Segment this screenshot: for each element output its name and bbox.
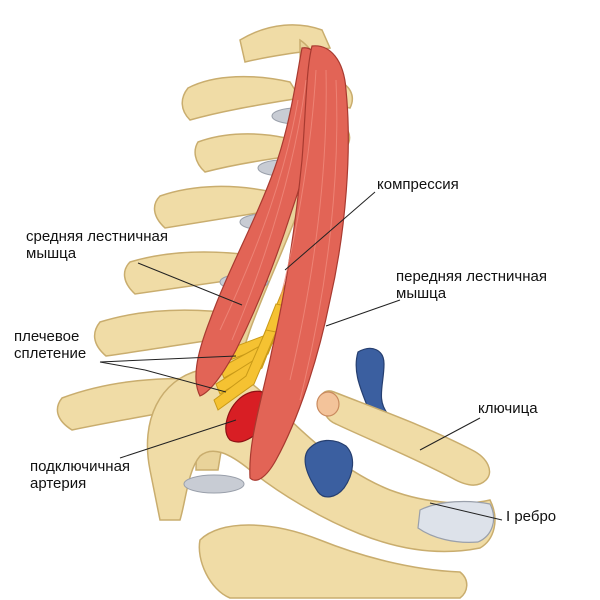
leader-rib [429, 502, 503, 521]
label-brachial-plexus-line2: сплетение [14, 345, 87, 362]
leader-perednyaya [325, 299, 401, 327]
label-first-rib: I ребро [506, 508, 556, 525]
label-anterior-scalene-line1: передняя лестничная [396, 268, 547, 285]
subclavian-vein-lower [304, 439, 354, 498]
leader-lines [99, 191, 503, 521]
label-clavicle-text: ключица [478, 400, 538, 417]
clavicle [320, 390, 491, 486]
clavicle-end [316, 391, 340, 417]
vertebra-c3 [194, 133, 293, 173]
second-rib [198, 524, 468, 599]
label-subclavian-artery-line1: подключичная [30, 458, 131, 475]
vertebra-c1 [239, 24, 332, 63]
label-compression-text: компрессия [377, 176, 459, 193]
leader-klyuchitsa [419, 417, 481, 451]
label-brachial-plexus-line1: плечевое [14, 328, 80, 345]
vertebra-c6 [93, 309, 241, 357]
label-clavicle: ключица [478, 400, 538, 417]
leader-srednyaya [137, 262, 243, 306]
leader-kompressiya [284, 191, 376, 271]
leader-pleche-2 [99, 361, 146, 371]
anterior-scalene-muscle [249, 45, 349, 481]
label-anterior-scalene-line2: мышца [396, 285, 447, 302]
vertebra-c2 [181, 75, 302, 121]
label-middle-scalene-line1: средняя лестничная [26, 228, 168, 245]
label-subclavian-artery: подключичная артерия [30, 458, 130, 492]
vertebra-c4 [153, 185, 277, 229]
rib-cartilage [417, 500, 495, 543]
leader-pleche-1 [99, 355, 237, 363]
leader-pleche-3 [144, 369, 227, 393]
label-subclavian-artery-line2: артерия [30, 475, 87, 492]
label-compression: компрессия [377, 176, 459, 193]
label-brachial-plexus: плечевое сплетение [14, 328, 86, 362]
leader-artery [119, 419, 237, 459]
label-middle-scalene: средняя лестничная мышца [26, 228, 168, 262]
rib-disc [183, 474, 245, 494]
label-first-rib-text: I ребро [506, 508, 557, 525]
label-anterior-scalene: передняя лестничная мышца [396, 268, 547, 302]
muscle-striations [219, 69, 338, 401]
label-middle-scalene-line2: мышца [26, 245, 77, 262]
